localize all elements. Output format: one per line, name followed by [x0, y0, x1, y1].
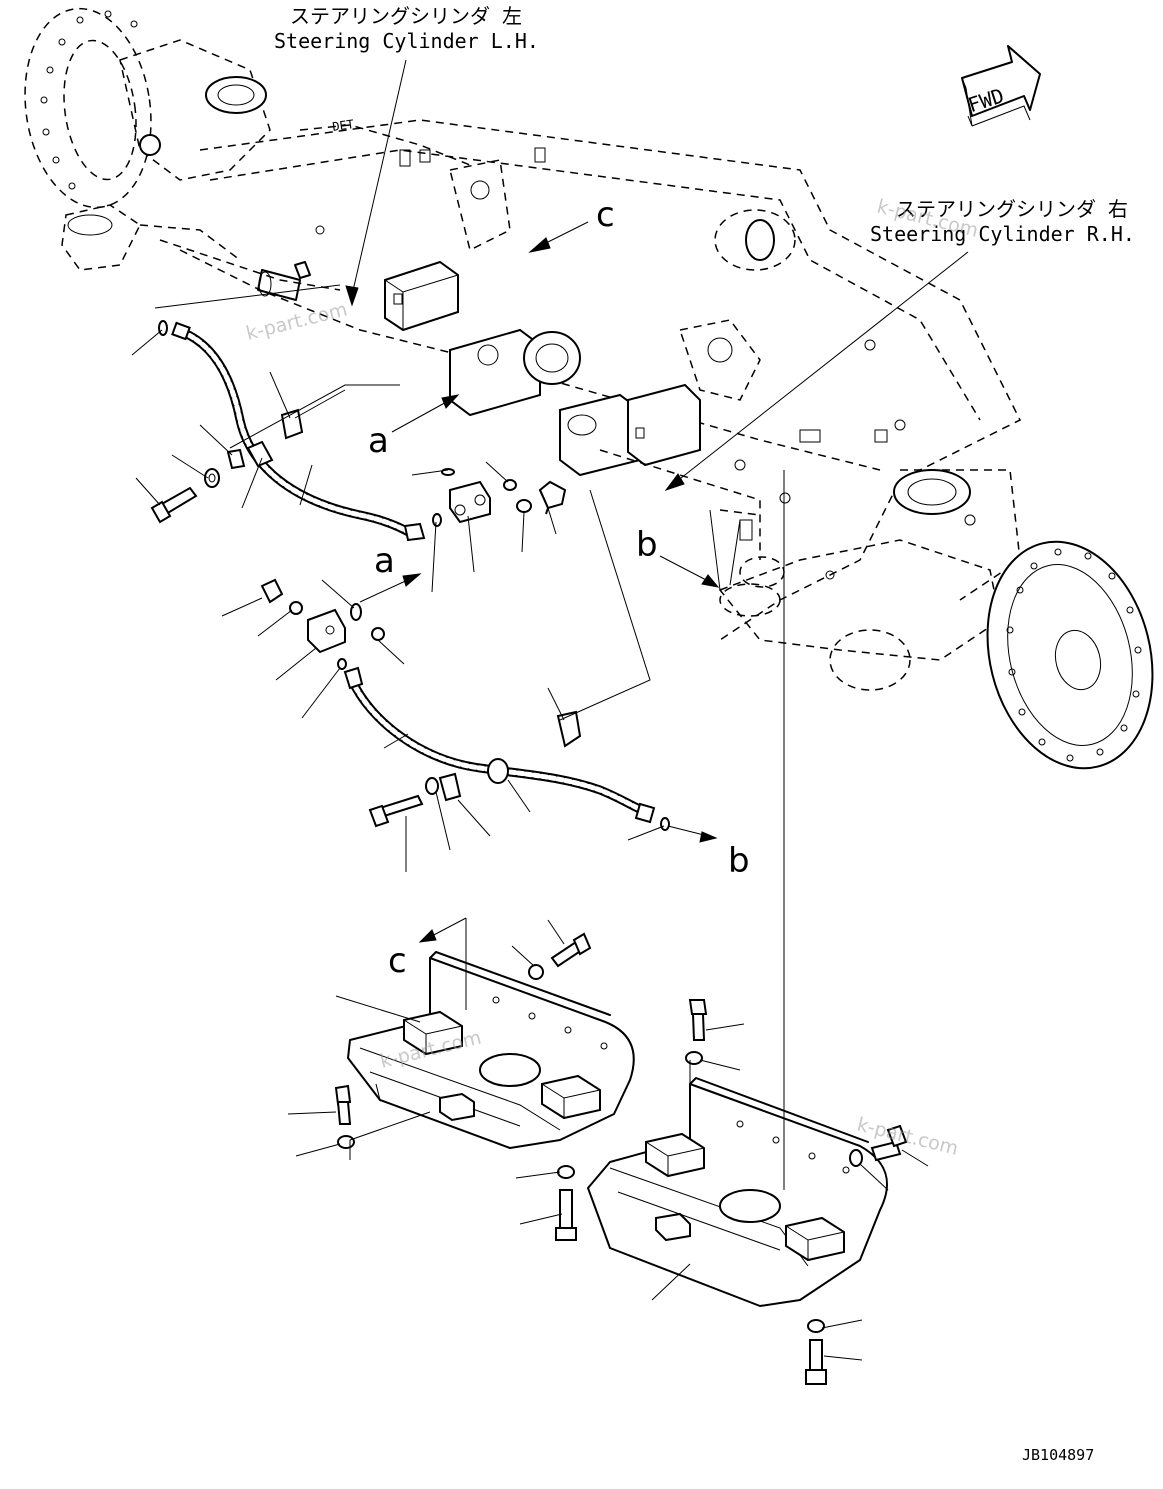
- right-cylinder-label-jp: ステアリングシリンダ 右: [896, 197, 1128, 221]
- hose-assembly-lower: [343, 666, 670, 831]
- ref-label-a-mid: a: [374, 541, 395, 581]
- drawing-number: JB104897: [1022, 1446, 1094, 1464]
- right-cylinder-label-en: Steering Cylinder R.H.: [870, 222, 1135, 246]
- ref-label-a-top: a: [368, 421, 389, 461]
- ref-label-b-top: b: [636, 525, 658, 565]
- ref-label-c-lower: c: [388, 941, 407, 981]
- ref-label-c-top: c: [596, 195, 615, 235]
- axle-assembly: [24, 7, 1154, 770]
- fwd-label: FWD: [965, 83, 1007, 117]
- fittings-left: [260, 578, 385, 670]
- fittings-center: [432, 468, 567, 527]
- ref-label-b-lower: b: [728, 841, 750, 881]
- guard-plate-right: [587, 999, 908, 1385]
- left-cylinder-label-en: Steering Cylinder L.H.: [274, 29, 539, 53]
- hose-assembly-upper: [150, 320, 426, 542]
- steering-cylinder-lh: [159, 239, 341, 301]
- steering-cylinder-rh: [384, 260, 785, 588]
- guard-plate-left: [334, 932, 635, 1241]
- det-mark: DET: [331, 117, 354, 134]
- left-cylinder-label-jp: ステアリングシリンダ 左: [290, 4, 522, 28]
- leader-lines: [131, 59, 969, 1361]
- fwd-arrow: FWD: [961, 45, 1041, 127]
